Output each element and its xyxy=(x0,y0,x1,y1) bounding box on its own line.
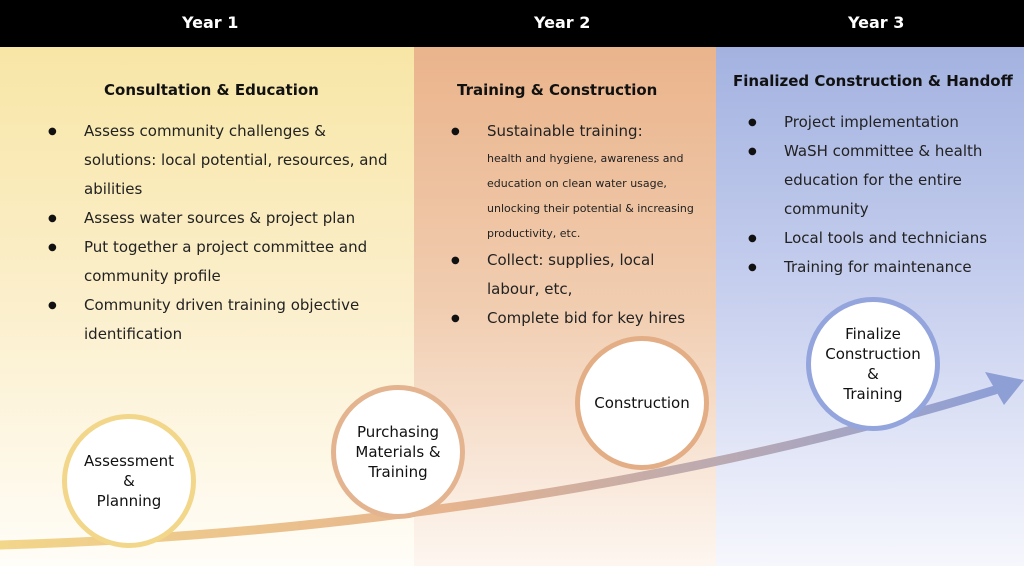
stage-construction: Construction xyxy=(575,336,709,470)
stage-purchasing-training: Purchasing Materials & Training xyxy=(331,385,465,519)
list-item: Assess water sources & project plan xyxy=(46,204,396,233)
stage-label: Assessment & Planning xyxy=(84,452,174,510)
list-item: WaSH committee & health education for th… xyxy=(746,137,1018,224)
list-item: Assess community challenges & solutions:… xyxy=(46,117,396,204)
stage-label: Construction xyxy=(594,394,690,412)
list-item: Put together a project committee and com… xyxy=(46,233,396,291)
stage-label: Finalize Construction & Training xyxy=(825,325,921,403)
list-item: Training for maintenance xyxy=(746,253,1018,282)
list-item: Project implementation xyxy=(746,108,1018,137)
column-1-bullets: Assess community challenges & solutions:… xyxy=(46,117,396,349)
year-3-label: Year 3 xyxy=(848,13,905,32)
column-1-heading: Consultation & Education xyxy=(104,81,319,99)
list-item: Sustainable training: health and hygiene… xyxy=(449,117,709,246)
bullet-detail-text: health and hygiene, awareness and educat… xyxy=(487,152,694,240)
list-item: Collect: supplies, local labour, etc, xyxy=(449,246,709,304)
column-2-heading: Training & Construction xyxy=(457,81,658,99)
year-1-label: Year 1 xyxy=(182,13,239,32)
list-item: Complete bid for key hires xyxy=(449,304,709,333)
stage-finalize-training: Finalize Construction & Training xyxy=(806,297,940,431)
column-3-heading: Finalized Construction & Handoff xyxy=(733,72,1013,90)
column-3-bullets: Project implementation WaSH committee & … xyxy=(746,108,1018,282)
bullet-main-text: Sustainable training: xyxy=(487,122,643,140)
year-header-bar: Year 1 Year 2 Year 3 xyxy=(0,0,1024,47)
year-2-label: Year 2 xyxy=(534,13,591,32)
list-item: Community driven training objective iden… xyxy=(46,291,396,349)
column-2-bullets: Sustainable training: health and hygiene… xyxy=(449,117,709,333)
list-item: Local tools and technicians xyxy=(746,224,1018,253)
stage-label: Purchasing Materials & Training xyxy=(355,423,441,481)
stage-assessment-planning: Assessment & Planning xyxy=(62,414,196,548)
